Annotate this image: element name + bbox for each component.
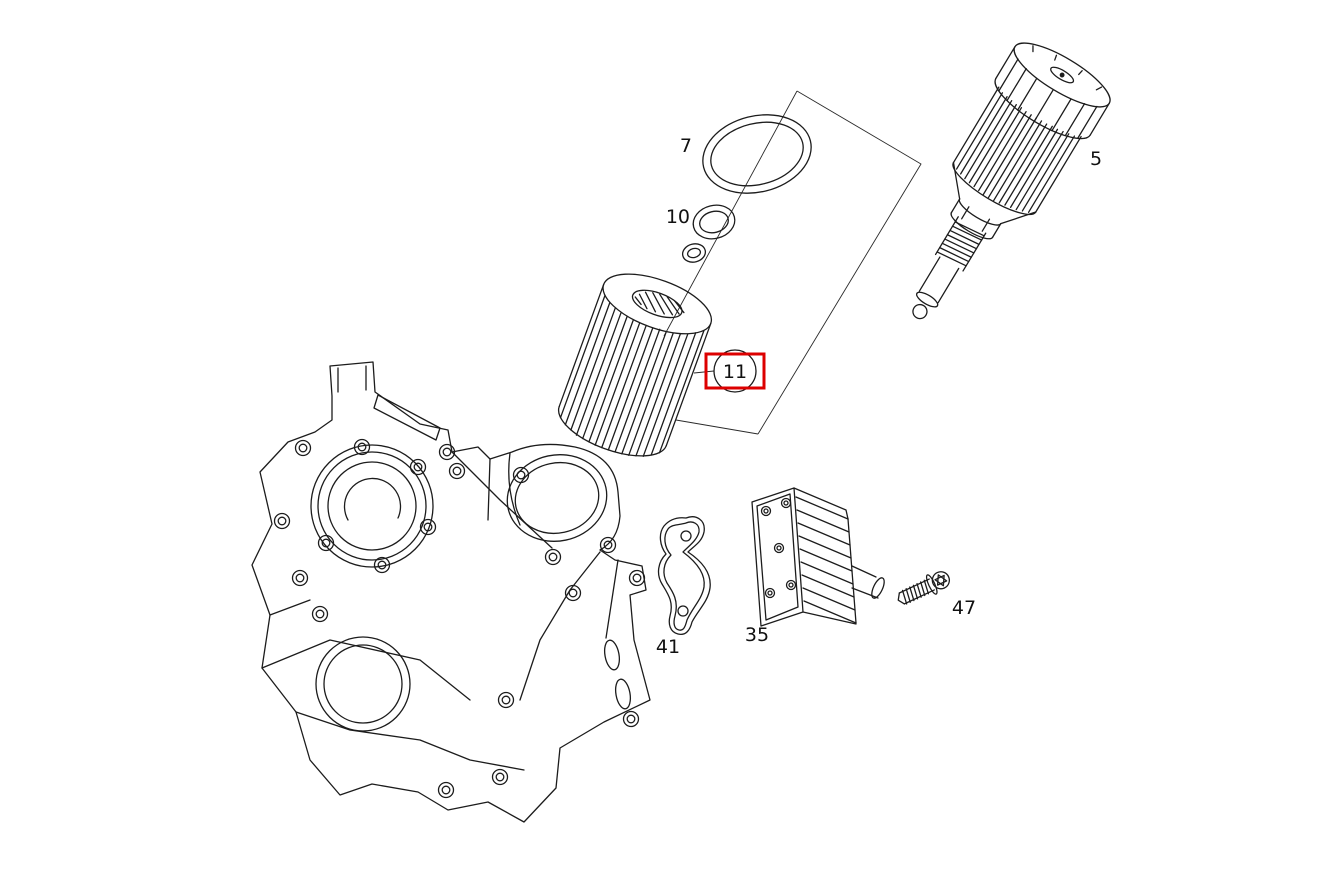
oil-filter-element-drawing [557, 273, 713, 457]
part-label-10[interactable]: 10 [666, 206, 690, 228]
oil-filter-cap-drawing [912, 42, 1111, 320]
part-label-11[interactable]: 11 [723, 361, 747, 383]
o-rings-drawing [681, 204, 736, 263]
screw-drawing [897, 571, 950, 605]
seal-ring-drawing [702, 114, 812, 194]
engine-cover-drawing [251, 361, 651, 823]
highlight-box [704, 352, 766, 390]
leader-lines [663, 90, 922, 435]
part-label-47[interactable]: 47 [952, 597, 976, 619]
part-label-7[interactable]: 7 [680, 135, 692, 157]
gasket-drawing [657, 516, 711, 636]
part-11-callout[interactable]: 11 [704, 349, 766, 393]
part-label-35[interactable]: 35 [745, 624, 769, 646]
part-label-41[interactable]: 41 [656, 636, 680, 658]
part-label-5[interactable]: 5 [1090, 148, 1102, 170]
oil-cooler-drawing [751, 487, 885, 627]
